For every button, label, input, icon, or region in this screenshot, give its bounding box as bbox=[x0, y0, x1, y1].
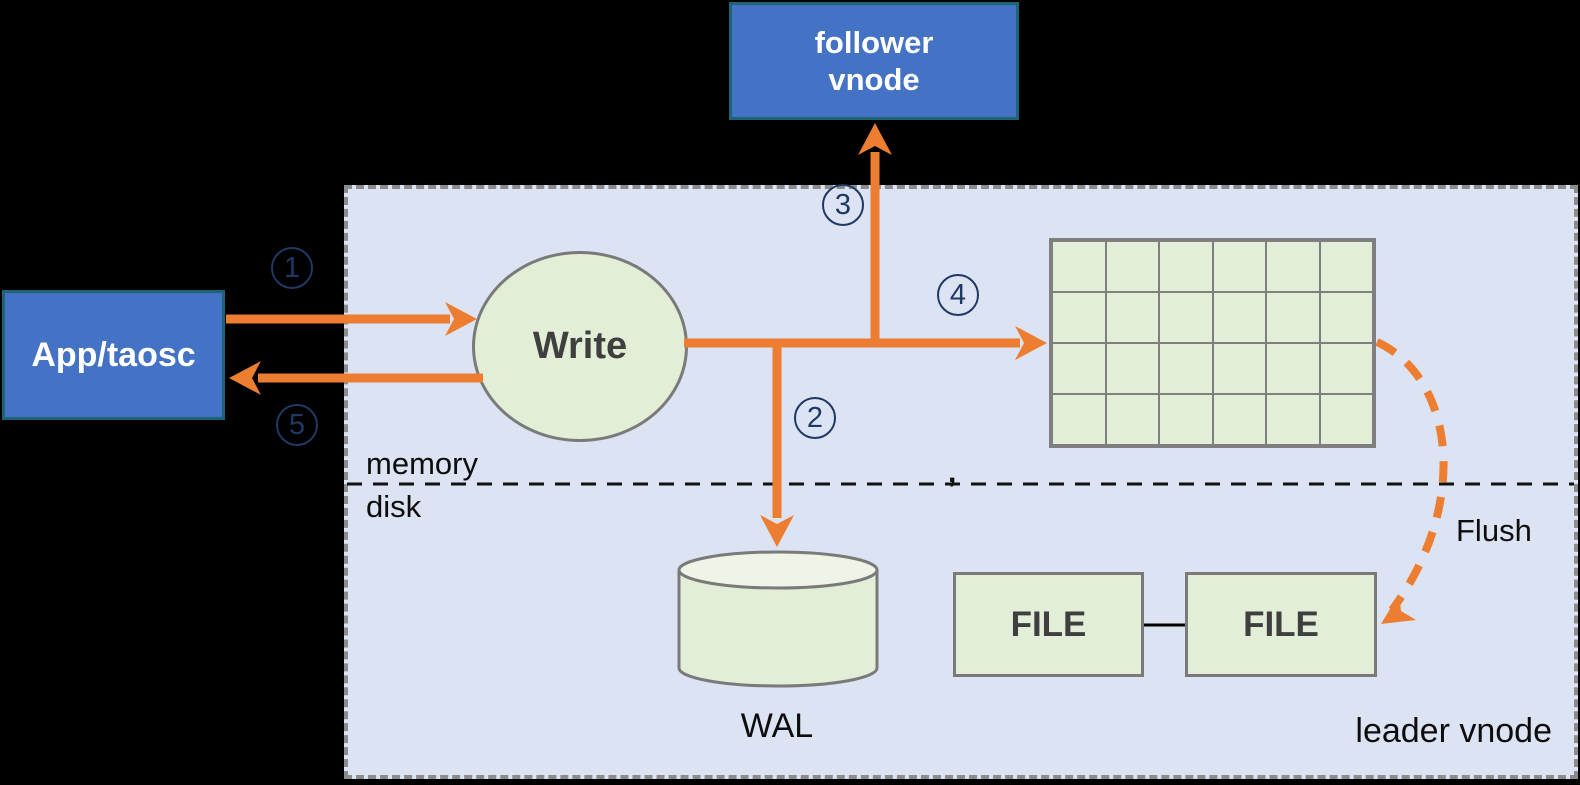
leader-vnode-label: leader vnode bbox=[1355, 712, 1552, 750]
step-number-2: 2 bbox=[794, 397, 836, 439]
memtable-cell bbox=[1105, 241, 1159, 292]
memtable-cell bbox=[1212, 292, 1266, 343]
file-box-2: FILE bbox=[1185, 572, 1377, 677]
step-number-1: 1 bbox=[271, 247, 313, 289]
file-box-1: FILE bbox=[953, 572, 1144, 677]
memtable-cell bbox=[1052, 241, 1106, 292]
memtable-cell bbox=[1105, 394, 1159, 445]
step-number-4: 4 bbox=[937, 274, 979, 316]
divider-stray-mark: , bbox=[948, 456, 957, 489]
memtable-cell bbox=[1052, 343, 1106, 394]
wal-cylinder-body bbox=[677, 570, 879, 688]
memtable-cell bbox=[1266, 292, 1320, 343]
memtable-cell bbox=[1105, 343, 1159, 394]
memtable-cell bbox=[1159, 394, 1213, 445]
step-number-3: 3 bbox=[822, 184, 864, 226]
flush-label: Flush bbox=[1456, 513, 1532, 548]
memtable-cell bbox=[1319, 241, 1373, 292]
app-taosc-label: App/taosc bbox=[31, 335, 196, 374]
memtable-cell bbox=[1159, 292, 1213, 343]
memtable-cell bbox=[1159, 241, 1213, 292]
write-label: Write bbox=[532, 325, 628, 367]
memtable-cell bbox=[1319, 343, 1373, 394]
app-taosc-box: App/taosc bbox=[2, 290, 225, 420]
memtable-cell bbox=[1266, 394, 1320, 445]
memtable-cell bbox=[1319, 292, 1373, 343]
file-1-label: FILE bbox=[1010, 604, 1087, 644]
memtable-cell bbox=[1159, 343, 1213, 394]
memtable-cell bbox=[1266, 343, 1320, 394]
write-node: Write bbox=[472, 251, 688, 442]
wal-cylinder bbox=[677, 550, 879, 688]
memtable-cell bbox=[1212, 343, 1266, 394]
wal-cylinder-top bbox=[677, 550, 879, 590]
memtable-cell bbox=[1266, 241, 1320, 292]
disk-label: disk bbox=[366, 489, 422, 524]
memtable-cell bbox=[1052, 292, 1106, 343]
memtable-cell bbox=[1052, 394, 1106, 445]
file-2-label: FILE bbox=[1243, 604, 1319, 644]
wal-label: WAL bbox=[740, 707, 814, 745]
follower-vnode-box: follower vnode bbox=[729, 2, 1019, 120]
memtable-cell bbox=[1319, 394, 1373, 445]
memtable-cell bbox=[1212, 394, 1266, 445]
memtable-cell bbox=[1105, 292, 1159, 343]
follower-vnode-label: follower vnode bbox=[814, 24, 934, 97]
memory-label: memory bbox=[366, 446, 478, 481]
step-number-5: 5 bbox=[276, 404, 318, 446]
memtable-cell bbox=[1212, 241, 1266, 292]
memtable-grid bbox=[1049, 238, 1376, 448]
